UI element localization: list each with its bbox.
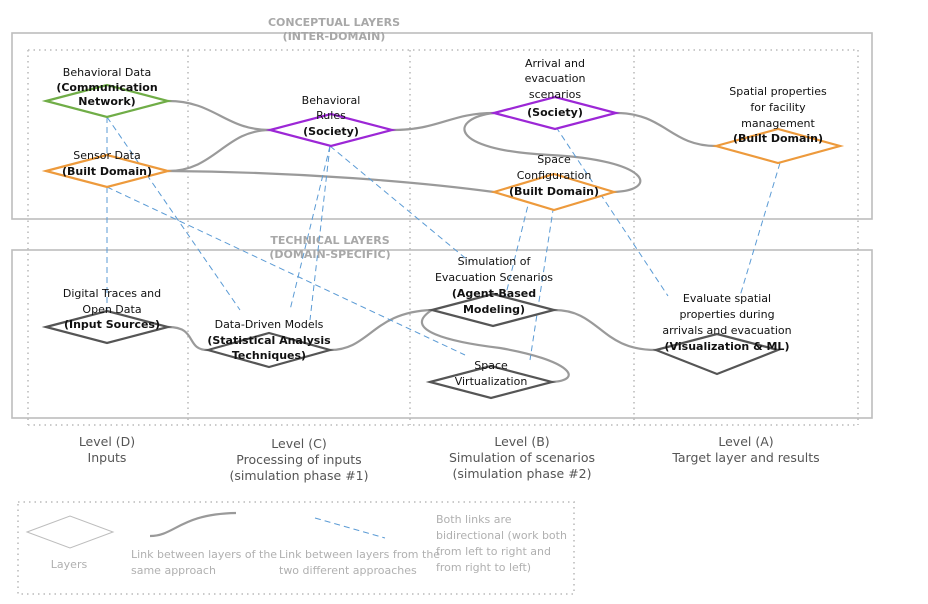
- svg-text:(simulation phase #1): (simulation phase #1): [229, 468, 368, 483]
- behavioral-data-label: Behavioral Data (Communication Network): [56, 66, 157, 108]
- level-columns: [27, 49, 859, 426]
- svg-text:evacuation: evacuation: [525, 72, 586, 85]
- svg-text:Target layer and results: Target layer and results: [671, 450, 819, 465]
- svg-text:two different approaches: two different approaches: [279, 564, 417, 577]
- svg-text:Techniques): Techniques): [232, 349, 306, 362]
- level-c-caption: Level (C) Processing of inputs (simulati…: [229, 436, 368, 483]
- digital-traces-diamond: [41, 309, 173, 345]
- conceptual-layer-title: CONCEPTUAL LAYERS: [268, 16, 400, 29]
- svg-text:Space: Space: [537, 153, 571, 166]
- svg-text:scenarios: scenarios: [529, 88, 582, 101]
- svg-text:Level (A): Level (A): [718, 434, 773, 449]
- svg-text:Level (D): Level (D): [79, 434, 135, 449]
- svg-text:Link between layers from the: Link between layers from the: [279, 548, 440, 561]
- svg-text:Virtualization: Virtualization: [455, 375, 528, 388]
- spatial-properties-label: Spatial properties for facility manageme…: [729, 85, 827, 145]
- data-driven-models-label: Data-Driven Models (Statistical Analysis…: [207, 318, 331, 362]
- svg-text:Both links are: Both links are: [436, 513, 512, 526]
- svg-text:Level (C): Level (C): [271, 436, 326, 451]
- svg-text:(Statistical Analysis: (Statistical Analysis: [207, 334, 331, 347]
- digital-traces-label: Digital Traces and Open Data (Input Sour…: [63, 287, 161, 331]
- svg-text:Arrival and: Arrival and: [525, 57, 585, 70]
- svg-text:Space: Space: [474, 359, 508, 372]
- legend-blue-link-icon: [314, 517, 386, 539]
- svg-text:Behavioral: Behavioral: [302, 94, 361, 107]
- spatial-properties-diamond: [711, 127, 845, 165]
- space-virtualization-diamond: [425, 364, 557, 400]
- sensor-data-label: Sensor Data (Built Domain): [62, 149, 152, 178]
- svg-text:(Built Domain): (Built Domain): [62, 165, 152, 178]
- behavioral-data-diamond: [41, 83, 173, 119]
- svg-text:from right to left): from right to left): [436, 561, 531, 574]
- level-d-caption: Level (D) Inputs: [79, 434, 135, 465]
- svg-text:Digital Traces and: Digital Traces and: [63, 287, 161, 300]
- svg-text:Simulation of scenarios: Simulation of scenarios: [449, 450, 595, 465]
- svg-text:Link between layers of the: Link between layers of the: [131, 548, 277, 561]
- svg-text:(Agent-Based: (Agent-Based: [452, 287, 536, 300]
- svg-text:properties during: properties during: [679, 308, 774, 321]
- layer-diamonds: [41, 83, 845, 400]
- simulation-evacuation-diamond: [427, 292, 559, 328]
- svg-text:Data-Driven Models: Data-Driven Models: [215, 318, 324, 331]
- svg-text:(Visualization & ML): (Visualization & ML): [665, 340, 790, 353]
- evaluate-spatial-diamond: [652, 332, 782, 376]
- legend-box: [17, 501, 575, 595]
- same-approach-links: [167, 99, 717, 384]
- svg-text:from left to right and: from left to right and: [436, 545, 551, 558]
- space-virtualization-label: Space Virtualization: [455, 359, 528, 388]
- technical-layer-title: TECHNICAL LAYERS: [270, 234, 389, 247]
- svg-text:Processing of inputs: Processing of inputs: [236, 452, 361, 467]
- sensor-data-diamond: [41, 153, 173, 189]
- arrival-scenarios-diamond: [489, 95, 621, 131]
- level-b-caption: Level (B) Simulation of scenarios (simul…: [449, 434, 595, 481]
- svg-text:Configuration: Configuration: [517, 169, 592, 182]
- svg-text:(simulation phase #2): (simulation phase #2): [452, 466, 591, 481]
- conceptual-layer-box: [11, 32, 873, 220]
- legend-diamond-icon: [25, 515, 115, 549]
- svg-text:arrivals and evacuation: arrivals and evacuation: [662, 324, 791, 337]
- legend: Layers Link between layers of the same a…: [17, 501, 575, 595]
- level-a-caption: Level (A) Target layer and results: [671, 434, 819, 465]
- svg-text:Evaluate spatial: Evaluate spatial: [683, 292, 771, 305]
- svg-text:Spatial properties: Spatial properties: [729, 85, 827, 98]
- svg-text:(Society): (Society): [527, 106, 583, 119]
- svg-text:Rules: Rules: [316, 109, 346, 122]
- svg-text:(Communication: (Communication: [56, 81, 157, 94]
- svg-text:(Built Domain): (Built Domain): [733, 132, 823, 145]
- svg-text:Sensor Data: Sensor Data: [73, 149, 140, 162]
- data-driven-models-diamond: [203, 331, 335, 369]
- svg-text:Open Data: Open Data: [82, 303, 141, 316]
- technical-layer-subtitle: (DOMAIN-SPECIFIC): [269, 248, 390, 261]
- svg-text:Evacuation Scenarios: Evacuation Scenarios: [435, 271, 553, 284]
- cross-approach-links: [106, 116, 781, 361]
- simulation-evacuation-label: Simulation of Evacuation Scenarios (Agen…: [435, 255, 553, 316]
- svg-text:bidirectional (work both: bidirectional (work both: [436, 529, 567, 542]
- legend-layers-label: Layers: [51, 558, 88, 571]
- svg-text:Behavioral Data: Behavioral Data: [63, 66, 151, 79]
- space-configuration-diamond: [490, 172, 618, 212]
- svg-text:management: management: [741, 117, 815, 130]
- evaluate-spatial-label: Evaluate spatial properties during arriv…: [662, 292, 791, 353]
- svg-text:Simulation of: Simulation of: [458, 255, 532, 268]
- technical-layer-box: [11, 249, 873, 419]
- svg-text:(Built Domain): (Built Domain): [509, 185, 599, 198]
- svg-text:Network): Network): [78, 95, 135, 108]
- svg-text:Modeling): Modeling): [463, 303, 525, 316]
- svg-text:for facility: for facility: [750, 101, 806, 114]
- svg-text:Inputs: Inputs: [88, 450, 127, 465]
- svg-text:same approach: same approach: [131, 564, 216, 577]
- conceptual-layer-subtitle: (INTER-DOMAIN): [283, 30, 386, 43]
- space-configuration-label: Space Configuration (Built Domain): [509, 153, 599, 198]
- svg-text:(Society): (Society): [303, 125, 359, 138]
- arrival-scenarios-label: Arrival and evacuation scenarios (Societ…: [525, 57, 586, 119]
- behavioral-rules-diamond: [265, 112, 397, 148]
- svg-text:Level (B): Level (B): [494, 434, 549, 449]
- svg-text:(Input Sources): (Input Sources): [64, 318, 160, 331]
- behavioral-rules-label: Behavioral Rules (Society): [302, 94, 361, 138]
- legend-gray-link-icon: [149, 511, 237, 538]
